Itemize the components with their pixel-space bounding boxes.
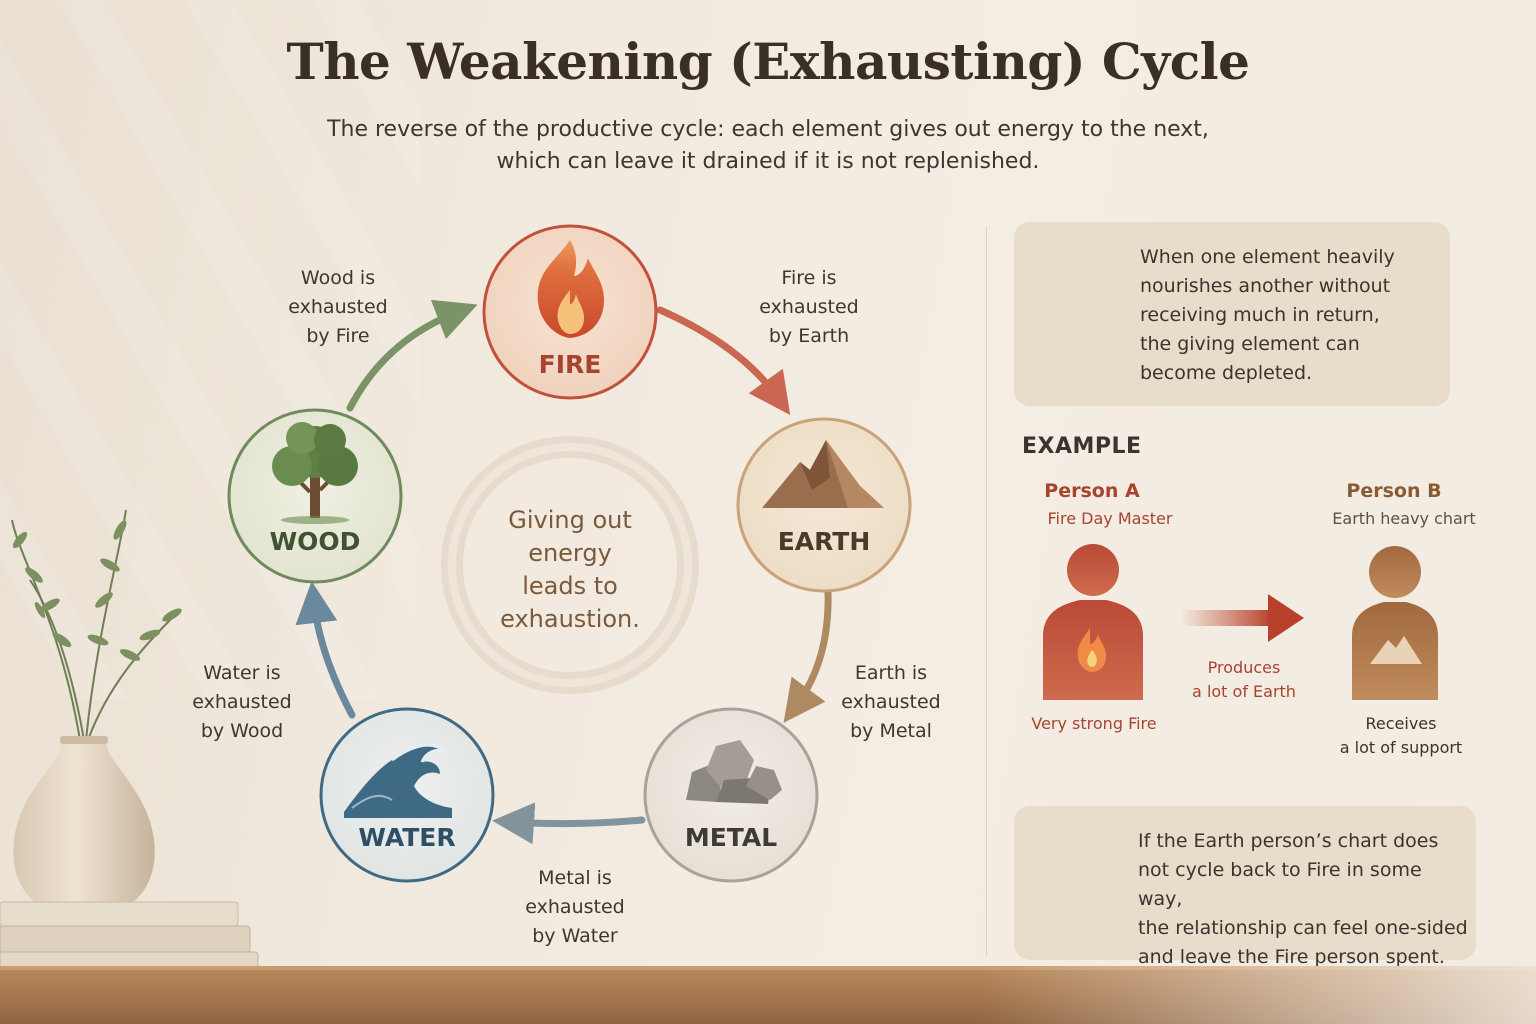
person-b-name: Person B	[1346, 480, 1442, 502]
vase-plant-decoration	[11, 509, 182, 918]
info-card	[1014, 222, 1450, 406]
label-wood-fire: Wood is exhausted by Fire	[288, 267, 388, 347]
bottom-card-text: If the Earth person’s chart does not cyc…	[1138, 830, 1468, 968]
arrow-wood-to-fire	[346, 299, 478, 412]
arrow-water-to-wood	[295, 581, 356, 719]
wood-node	[227, 408, 403, 584]
page-subtitle: The reverse of the productive cycle: eac…	[0, 114, 1536, 178]
bottom-card	[1014, 806, 1476, 960]
table-fade	[980, 966, 1536, 1024]
person-b-sub: Earth heavy chart	[1332, 509, 1476, 528]
person-a-caption: Very strong Fire	[1031, 714, 1157, 733]
element-name-wood: WOOD	[269, 527, 361, 556]
mountain-on-chest-icon	[1370, 636, 1422, 664]
person-a-name: Person A	[1044, 480, 1140, 502]
label-earth-metal: Earth is exhausted by Metal	[841, 662, 941, 742]
rocks-icon	[686, 740, 782, 804]
arrow-caption: Produces a lot of Earth	[1192, 658, 1296, 701]
column-divider	[986, 226, 987, 956]
wave-icon	[344, 743, 452, 818]
table-edge	[0, 966, 1536, 970]
label-fire-earth: Fire is exhausted by Earth	[759, 267, 859, 347]
label-metal-water: Metal is exhausted by Water	[525, 867, 625, 947]
arrow-metal-to-water	[492, 802, 646, 845]
person-b-figure	[1352, 546, 1438, 700]
person-a-figure	[1043, 544, 1143, 700]
water-node	[319, 707, 495, 883]
tree-icon	[272, 422, 358, 524]
element-name-fire: FIRE	[538, 350, 602, 379]
person-b-caption: Receives a lot of support	[1339, 714, 1463, 757]
mountain-icon	[762, 440, 884, 508]
center-ring	[441, 436, 699, 694]
metal-node	[643, 707, 819, 883]
info-card-text: When one element heavily nourishes anoth…	[1140, 246, 1395, 384]
person-a-sub: Fire Day Master	[1047, 509, 1173, 528]
subtitle-line-1: The reverse of the productive cycle: eac…	[327, 117, 1209, 142]
flame-icon	[537, 240, 604, 338]
example-heading: EXAMPLE	[1022, 434, 1142, 459]
fire-node	[482, 224, 658, 400]
element-name-metal: METAL	[684, 823, 778, 852]
element-name-water: WATER	[358, 823, 456, 852]
arrow-fire-to-earth	[656, 306, 791, 416]
label-water-wood: Water is exhausted by Wood	[192, 662, 292, 742]
subtitle-line-2: which can leave it drained if it is not …	[496, 149, 1040, 174]
element-name-earth: EARTH	[777, 527, 871, 556]
earth-node	[736, 417, 912, 593]
arrow-earth-to-metal	[783, 588, 832, 723]
fire-on-chest-icon	[1077, 628, 1106, 672]
page-title: The Weakening (Exhausting) Cycle	[286, 32, 1250, 91]
center-text: Giving out energy leads to exhaustion.	[500, 506, 640, 633]
produces-arrow	[1180, 594, 1304, 642]
